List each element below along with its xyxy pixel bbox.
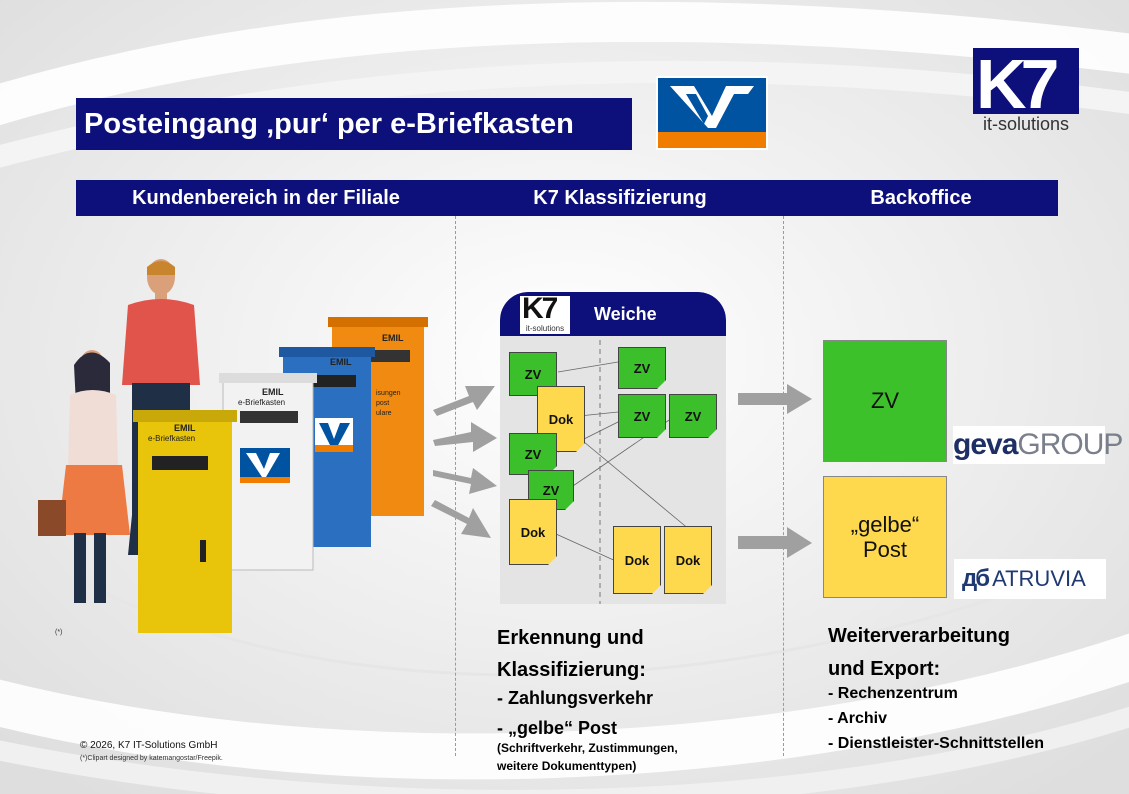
mini-k7-subtitle: it-solutions — [525, 324, 565, 333]
atruvia-logo-text: ATRUVIA — [992, 566, 1086, 591]
right-heading-line2: und Export: — [828, 658, 941, 680]
mailbox-label-text: e-Briefkasten — [148, 434, 195, 443]
doc-dok: Dok — [664, 526, 712, 594]
copyright-text: © 2026, K7 IT-Solutions GmbH — [80, 740, 218, 751]
output-zv-box: ZV — [823, 340, 947, 462]
mailbox-brand-text: EMIL — [262, 387, 284, 397]
arrow-icon — [431, 500, 491, 538]
middle-list: - Zahlungsverkehr - „gelbe“ Post — [497, 683, 653, 743]
middle-heading-line2: Klassifizierung: — [497, 659, 646, 681]
arrow-icon — [433, 422, 497, 452]
mailbox-brand-text: EMIL — [382, 333, 404, 343]
weiche-label: Weiche — [594, 304, 657, 324]
doc-dok: Dok — [537, 386, 585, 452]
geva-group-logo: gevaGROUP — [953, 426, 1123, 464]
doc-zv: ZV — [669, 394, 717, 438]
doc-zv: ZV — [509, 352, 557, 396]
header-customer-area: Kundenbereich in der Filiale — [132, 187, 400, 209]
clipart-credit: (*)Clipart designed by katemangostar/Fre… — [80, 755, 223, 762]
middle-small-text: (Schriftverkehr, Zustimmungen, weitere D… — [497, 739, 678, 775]
arrow-icon — [433, 468, 497, 494]
middle-list-item: - Zahlungsverkehr — [497, 688, 654, 708]
mailbox-brand-text: EMIL — [174, 423, 196, 433]
volksbank-logo — [656, 76, 768, 150]
doc-dok: Dok — [509, 499, 557, 565]
input-arrows — [431, 386, 497, 538]
mailbox-partial-text-2: post — [376, 400, 389, 407]
k7-logo: K7 it-solutions — [973, 48, 1079, 138]
column-divider — [783, 216, 784, 756]
output-post-line1: „gelbe“ — [850, 512, 920, 537]
right-list-item: - Dienstleister-Schnittstellen — [828, 735, 1045, 752]
middle-small-line2: weitere Dokumenttypen) — [497, 759, 637, 773]
right-list-item: - Rechenzentrum — [828, 685, 958, 702]
column-header-bar: Kundenbereich in der Filiale K7 Klassifi… — [76, 180, 1058, 216]
right-heading-line1: Weiterverarbeitung — [828, 625, 1010, 647]
mini-k7-text: K7 — [522, 292, 558, 325]
figure-note-marker: (*) — [55, 629, 62, 636]
output-arrows — [738, 384, 812, 558]
atruvia-symbol: дб — [962, 565, 990, 592]
weiche-header: K7 it-solutions Weiche — [500, 292, 726, 336]
middle-heading: Erkennung und Klassifizierung: — [497, 622, 646, 686]
geva-logo-part1: geva — [953, 428, 1018, 461]
middle-small-line1: (Schriftverkehr, Zustimmungen, — [497, 741, 678, 755]
middle-heading-line1: Erkennung und — [497, 627, 644, 649]
page-title: Posteingang ‚pur‘ per e-Briefkasten — [76, 98, 632, 150]
woman-figure — [38, 350, 130, 603]
weiche-panel: K7 it-solutions Weiche ZV Dok ZV ZV Dok … — [500, 292, 726, 604]
middle-list-item: - „gelbe“ Post — [497, 718, 618, 738]
doc-dok: Dok — [613, 526, 661, 594]
k7-logo-subtitle: it-solutions — [982, 114, 1070, 134]
geva-logo-part2: GROUP — [1017, 428, 1123, 461]
arrow-icon — [433, 386, 495, 416]
mailbox-label-text: e-Briefkasten — [238, 398, 285, 407]
customer-mailbox-illustration: EMIL isungen post ulare EMIL EMIL e-Brie… — [38, 259, 428, 636]
arrow-icon — [738, 384, 812, 414]
mini-k7-logo: K7 it-solutions — [520, 292, 570, 334]
doc-zv: ZV — [618, 347, 666, 389]
mailbox-brand-text: EMIL — [330, 357, 352, 367]
right-list: - Rechenzentrum - Archiv - Dienstleister… — [828, 681, 1044, 756]
output-post-line2: Post — [862, 537, 908, 562]
right-list-item: - Archiv — [828, 710, 887, 727]
doc-zv: ZV — [618, 394, 666, 438]
k7-logo-text: K7 — [976, 48, 1057, 114]
header-backoffice: Backoffice — [870, 187, 972, 209]
doc-zv: ZV — [509, 433, 557, 475]
header-classification: K7 Klassifizierung — [533, 187, 707, 209]
right-heading: Weiterverarbeitung und Export: — [828, 620, 1010, 686]
mailbox-white: EMIL e-Briefkasten — [219, 373, 317, 571]
mailbox-partial-text-1: isungen — [376, 390, 401, 397]
output-post-box: „gelbe“ Post — [823, 476, 947, 598]
mailbox-partial-text-3: ulare — [376, 410, 392, 417]
mailbox-yellow: EMIL e-Briefkasten — [133, 410, 237, 633]
column-divider — [455, 216, 456, 756]
arrow-icon — [738, 527, 812, 558]
